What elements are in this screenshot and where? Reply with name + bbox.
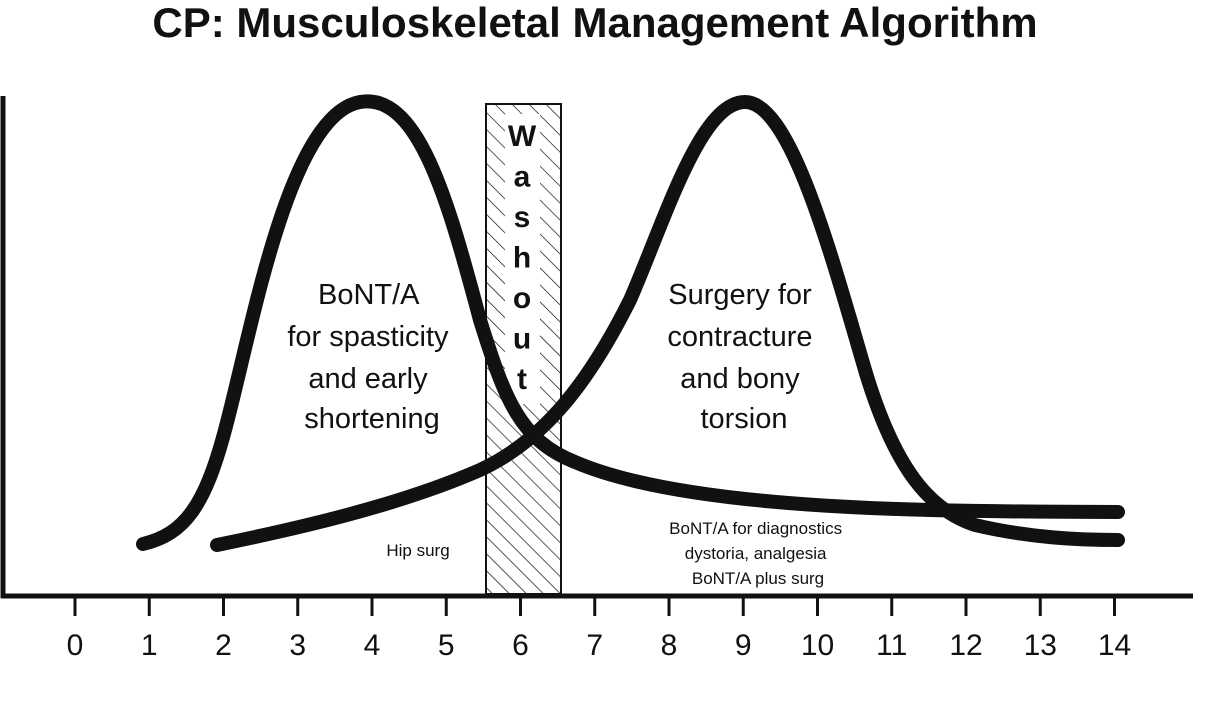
washout-letter: u [513,323,531,356]
bottom-notes: BoNT/A for diagnostics dystoria, analges… [669,519,847,588]
washout-letter: h [513,242,531,275]
x-tick-label: 9 [735,629,752,662]
x-tick-label: 0 [67,629,84,662]
botox-label-line: shortening [304,403,439,435]
bottom-note-line: dystoria, analgesia [685,544,827,563]
x-tick-label: 11 [876,629,907,662]
x-tick-label: 4 [364,629,381,662]
x-tick-label: 5 [438,629,455,662]
x-tick-label: 12 [949,629,982,662]
washout-letter: s [514,201,531,234]
x-tick-label: 10 [801,629,834,662]
washout-letter: t [517,363,527,396]
x-tick-label: 3 [289,629,306,662]
washout-letter: o [513,282,531,315]
surgery-label-line: and bony [680,363,800,395]
washout-letter: W [508,120,537,153]
x-tick-label: 13 [1024,629,1057,662]
surgery-curve-label: Surgery for contracture and bony torsion [667,279,820,435]
hip-surgery-note: Hip surg [386,541,449,560]
x-tick-label: 1 [141,629,158,662]
surgery-label-line: torsion [700,403,787,435]
x-tick-label: 6 [512,629,529,662]
botox-curve [136,94,1125,551]
botox-curve-label: BoNT/A for spasticity and early shorteni… [287,279,456,435]
bottom-note-line: BoNT/A plus surg [692,569,824,588]
x-tick-label: 7 [586,629,603,662]
x-tick-label: 8 [661,629,678,662]
surgery-label-line: contracture [667,321,812,353]
washout-letter-backdrop [505,114,540,404]
surgery-label-line: Surgery for [668,279,812,311]
botox-label-line: and early [308,363,428,395]
botox-label-line: for spasticity [287,321,449,353]
x-tick-label: 2 [215,629,232,662]
bottom-note-line: BoNT/A for diagnostics [669,519,842,538]
washout-letter: a [514,161,531,194]
botox-label-line: BoNT/A [318,279,420,311]
surgery-curve [210,95,1125,552]
x-tick-label: 14 [1098,629,1131,662]
diagram-title: CP: Musculoskeletal Management Algorithm [152,0,1037,46]
